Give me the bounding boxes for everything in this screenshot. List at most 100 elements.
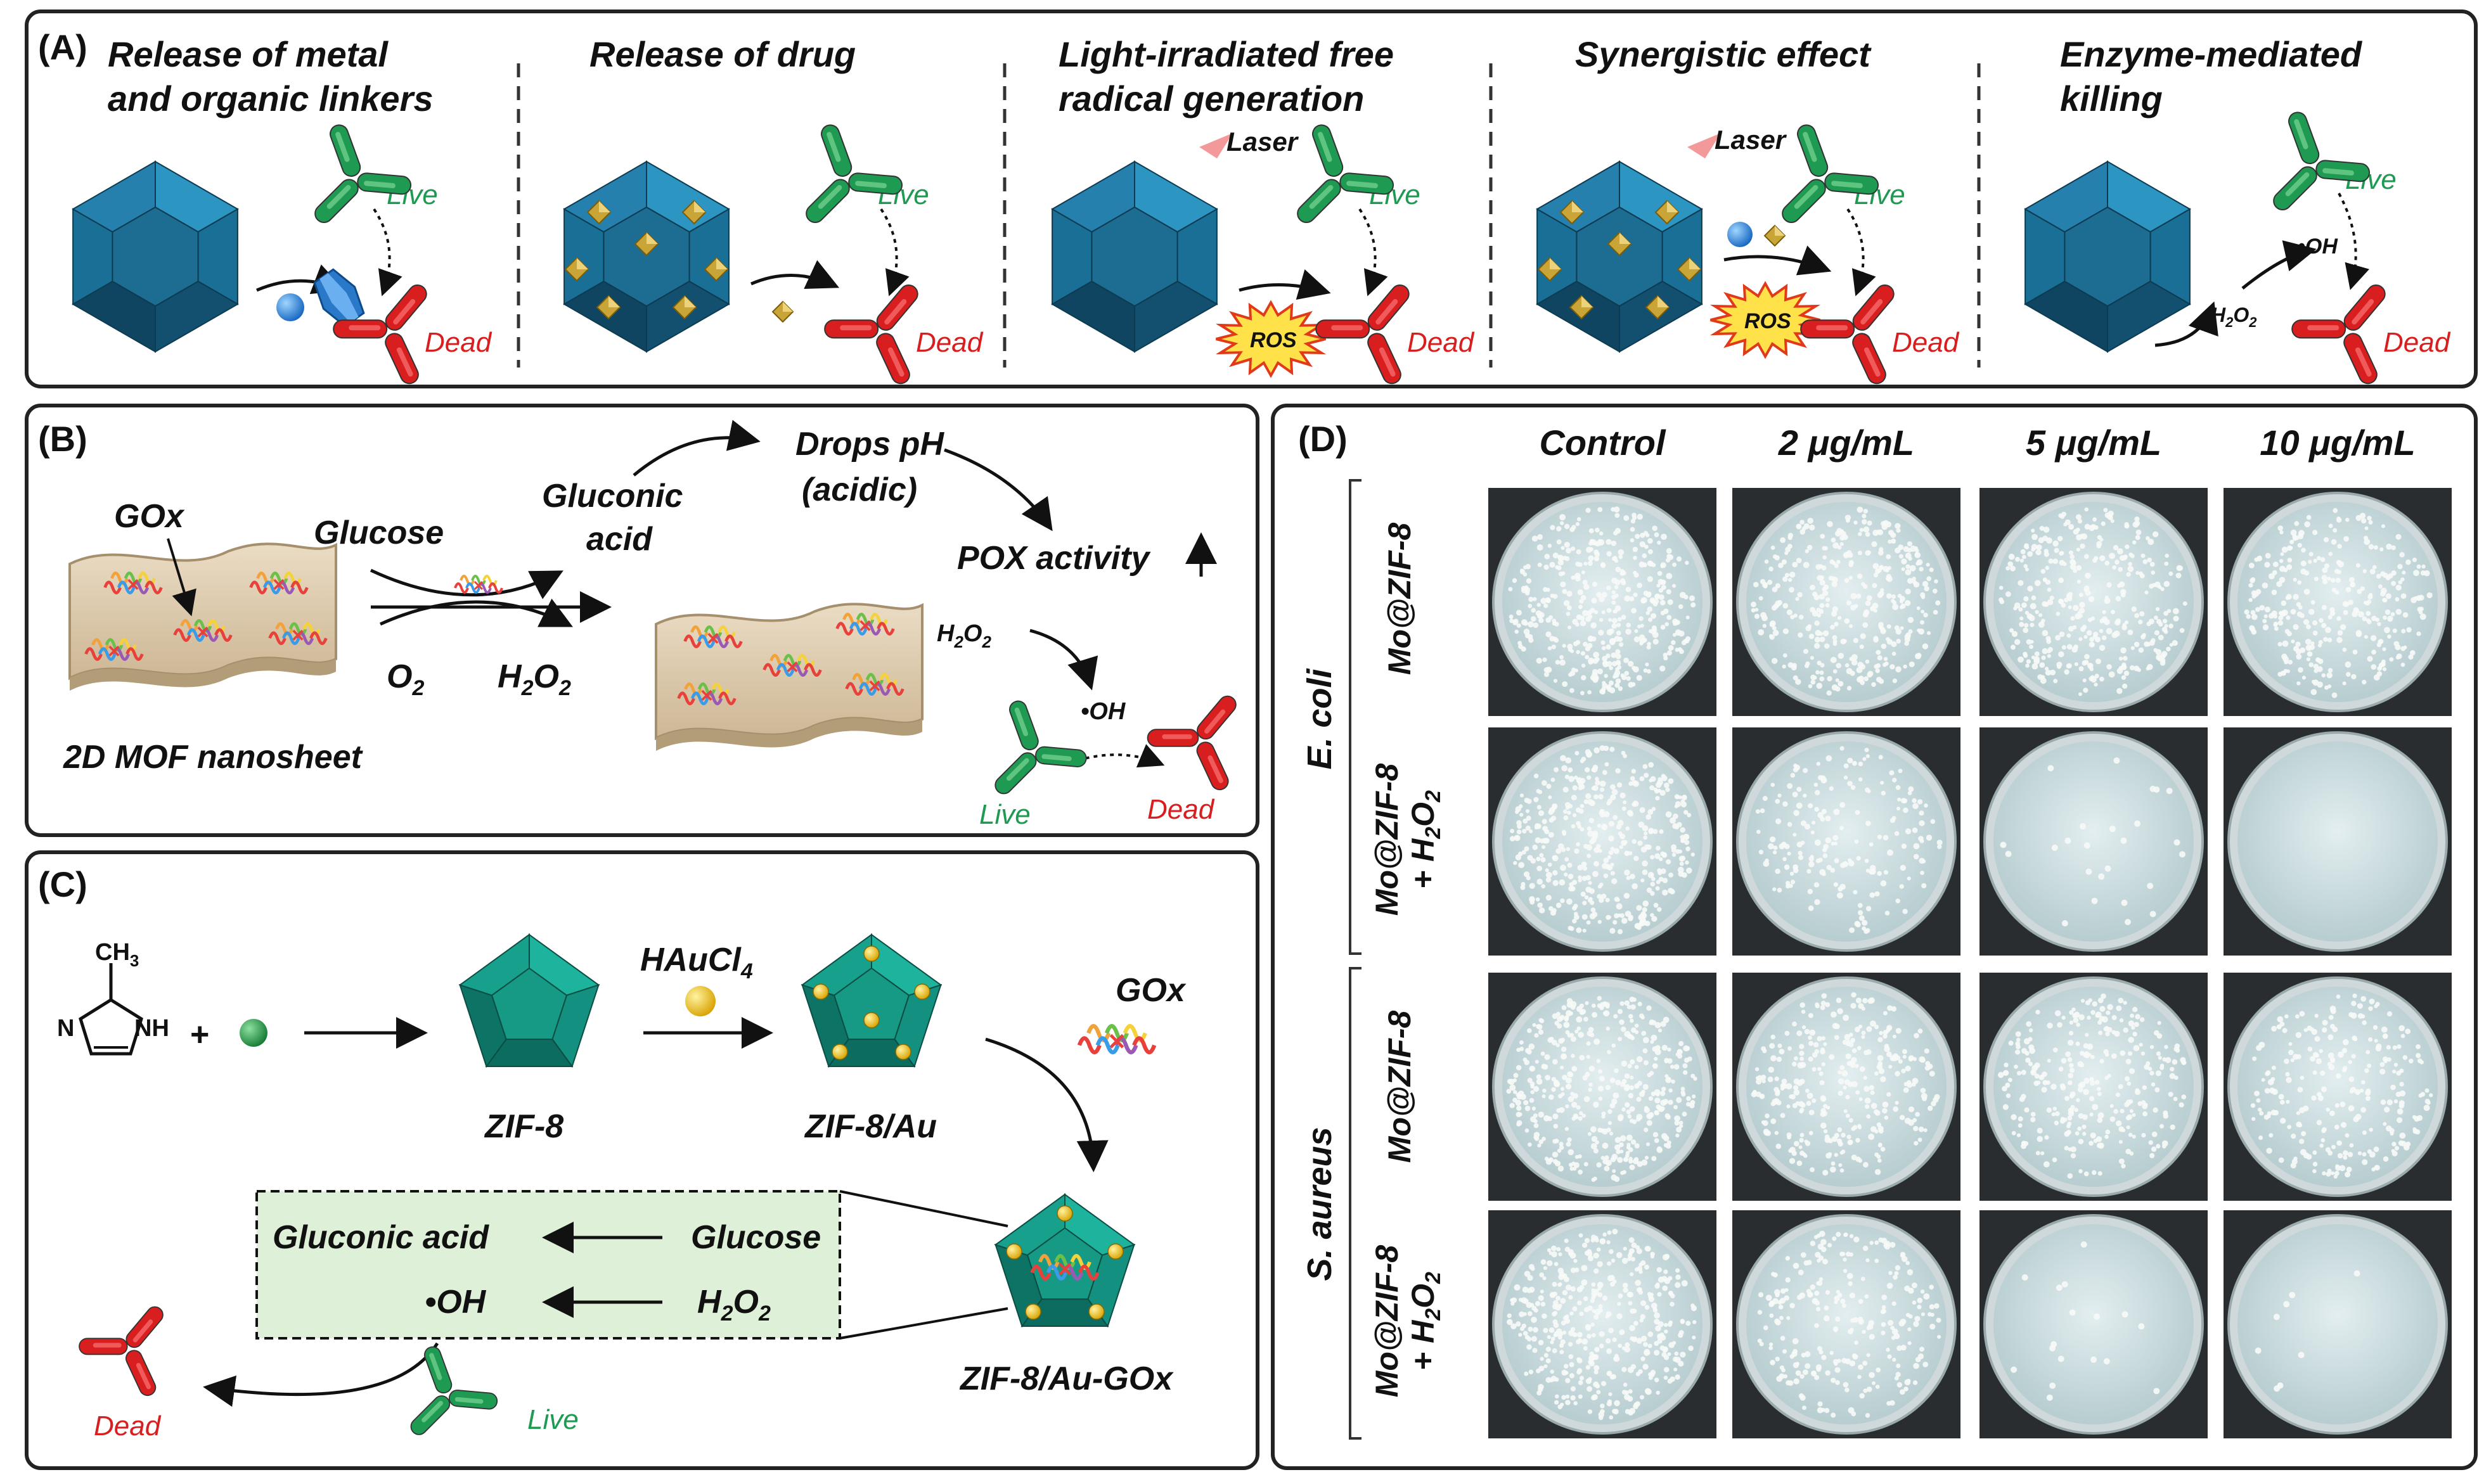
- live-bacteria-icon: [314, 124, 412, 223]
- b-mof-label: 2D MOF nanosheet: [63, 739, 364, 776]
- a-laser-label-2: Laser: [1715, 125, 1787, 155]
- mof-hexagon-icon: [2024, 160, 2191, 353]
- petri-dish: [2224, 727, 2452, 956]
- c-live: Live: [527, 1404, 579, 1435]
- petri-dish: [2224, 488, 2452, 716]
- c-haucl: HAuCl4: [640, 942, 753, 983]
- laser-icon: Laser: [1199, 127, 1299, 158]
- petri-dish: [1488, 488, 1716, 716]
- c-h2o2: H2O2: [697, 1284, 771, 1326]
- dead-bacteria-icon: [2291, 284, 2386, 385]
- c-plus: +: [190, 1016, 209, 1053]
- live-bacteria-icon: [1297, 124, 1394, 223]
- petri-dish: [1488, 1210, 1716, 1438]
- mof-hexagon-icon: [1051, 160, 1218, 353]
- d-row-mo-h2o2-1b: + H2O2: [1405, 790, 1445, 889]
- a-header-4: Synergistic effect: [1575, 34, 1872, 74]
- dead-bacteria-icon: [333, 284, 427, 385]
- c-ch3: CH3: [95, 939, 139, 970]
- b-gluconic-1: Gluconic: [542, 478, 683, 515]
- b-o2: O2: [387, 658, 424, 700]
- d-row-mo-h2o2-2a: Mo@ZIF-8: [1369, 1245, 1405, 1398]
- a-header-5b: killing: [2060, 79, 2163, 118]
- live-bacteria-icon: [2273, 112, 2371, 210]
- b-drops-1: Drops pH: [795, 426, 944, 463]
- panel-d-label: (D): [1298, 419, 1348, 459]
- petri-dish: [1732, 488, 1960, 716]
- a-ros-label-1: ROS: [1250, 328, 1297, 352]
- gox-enzyme-icon: [249, 572, 309, 594]
- zif8-au-gox-pentagon-icon: [994, 1193, 1136, 1328]
- panel-b: (B) GOx Glucose O2 H2O2 Gluconic acid Dr…: [25, 404, 1259, 837]
- a-header-3b: radical generation: [1059, 79, 1364, 118]
- gox-enzyme-icon: [683, 625, 743, 648]
- d-col-2: 2 μg/mL: [1778, 423, 1914, 463]
- mof-nanosheet-icon: [68, 542, 337, 691]
- d-group-saureus: S. aureus: [1301, 1127, 1339, 1281]
- ros-burst-icon: [1215, 300, 1327, 378]
- live-bacteria-icon: [410, 1346, 498, 1435]
- petri-dish: [1979, 973, 2208, 1201]
- dead-bacteria-icon: [79, 1306, 164, 1397]
- gox-enzyme-icon: [454, 575, 503, 594]
- gox-enzyme-icon: [1030, 1254, 1100, 1281]
- dead-bacteria-icon: [824, 284, 918, 385]
- gox-enzyme-icon: [677, 682, 737, 705]
- a-dead-2: Dead: [916, 327, 984, 358]
- c-gox: GOx: [1116, 972, 1187, 1009]
- petri-dish: [1979, 1210, 2208, 1438]
- metal-ion-icon: [1727, 222, 1753, 247]
- petri-dish: [1488, 727, 1716, 956]
- c-zifau: ZIF-8/Au: [804, 1108, 937, 1145]
- mof-hexagon-drug-icon: [563, 160, 730, 353]
- a-ros-label-2: ROS: [1744, 309, 1791, 333]
- b-dead: Dead: [1147, 794, 1215, 825]
- petri-dish: [2224, 973, 2452, 1201]
- live-bacteria-icon: [1782, 124, 1879, 223]
- dead-bacteria-icon: [1800, 284, 1895, 385]
- mof-nanosheet-icon: [655, 603, 924, 751]
- live-bacteria-icon: [994, 700, 1087, 795]
- a-header-1a: Release of metal: [108, 34, 389, 74]
- panel-b-label: (B): [38, 419, 87, 459]
- c-oh: •OH: [425, 1284, 487, 1321]
- gox-enzyme-icon: [84, 638, 144, 661]
- a-oh-label: •OH: [2298, 234, 2338, 259]
- d-col-10: 10 μg/mL: [2260, 423, 2415, 463]
- d-row-mo-h2o2-2b: + H2O2: [1405, 1272, 1445, 1371]
- zinc-ion-icon: [240, 1019, 267, 1047]
- mof-hexagon-icon: [72, 160, 239, 353]
- petri-dish: [1979, 727, 2208, 956]
- c-glucose: Glucose: [691, 1219, 821, 1256]
- c-dead: Dead: [94, 1410, 162, 1442]
- a-header-2: Release of drug: [589, 34, 856, 74]
- panel-c: (C) CH3 N NH + ZIF-8 HAuCl4 ZIF-8/Au GOx…: [25, 850, 1259, 1470]
- gox-enzyme-icon: [763, 654, 822, 677]
- a-header-1b: and organic linkers: [108, 79, 434, 118]
- drug-particle-icon: [771, 300, 794, 323]
- a-laser-label-1: Laser: [1226, 127, 1299, 157]
- gox-enzyme-icon: [835, 613, 895, 636]
- dead-bacteria-icon: [1315, 284, 1410, 385]
- petri-dish: [1732, 973, 1960, 1201]
- b-h2o2: H2O2: [498, 658, 571, 700]
- gox-enzyme-icon: [268, 622, 328, 645]
- d-group-ecoli: E. coli: [1301, 668, 1339, 769]
- petri-dish: [1488, 973, 1716, 1201]
- a-header-5a: Enzyme-mediated: [2060, 34, 2363, 74]
- d-col-control: Control: [1539, 423, 1666, 463]
- b-gox: GOx: [114, 498, 185, 535]
- panel-a: (A) Release of metal and organic linkers…: [25, 10, 2478, 388]
- a-dead-3: Dead: [1407, 327, 1475, 358]
- b-drops-2: (acidic): [802, 471, 917, 508]
- petri-dish: [1979, 488, 2208, 716]
- b-oh: •OH: [1081, 698, 1126, 725]
- petri-dish-grid: [1488, 488, 2452, 1438]
- live-bacteria-icon: [806, 124, 903, 223]
- c-zif8: ZIF-8: [484, 1108, 563, 1145]
- petri-dish: [2224, 1210, 2452, 1438]
- drug-particle-icon: [1763, 224, 1786, 247]
- c-n: N: [57, 1015, 74, 1042]
- d-col-5: 5 μg/mL: [2026, 423, 2161, 463]
